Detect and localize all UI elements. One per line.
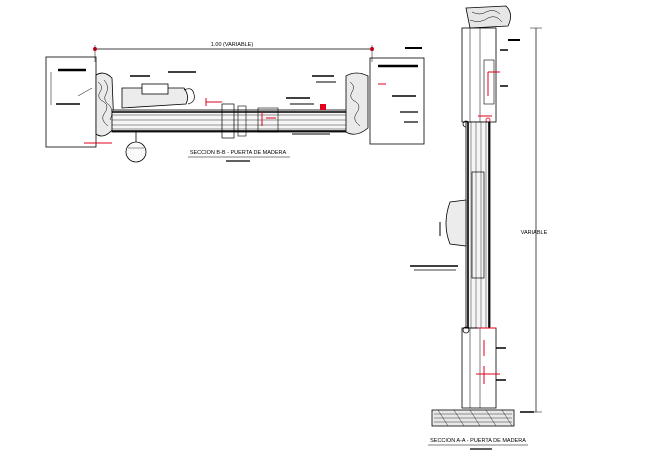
top-frame-detail (461, 27, 508, 128)
left-jamb (84, 72, 115, 144)
door-knob (125, 132, 147, 163)
right-wall-block (369, 47, 425, 145)
floor-slab (431, 409, 534, 427)
door-leaf-vertical (465, 121, 491, 329)
right-jamb (286, 72, 386, 135)
horizontal-section (45, 45, 425, 163)
vertical-caption: SECCION A-A - PUERTA DE MADERA (428, 438, 528, 450)
header-lintel (465, 5, 520, 41)
vertical-caption-text: SECCION A-A - PUERTA DE MADERA (430, 438, 526, 444)
horizontal-caption: SECCION B-B - PUERTA DE MADERA (188, 150, 290, 162)
overall-dimension-line (93, 45, 374, 62)
vertical-dimension-label: VARIABLE (521, 230, 548, 236)
left-wall-block (45, 56, 97, 148)
bottom-frame-detail (461, 326, 506, 409)
vertical-section (410, 5, 542, 427)
door-leaf (111, 103, 355, 139)
red-detail-marks (205, 98, 276, 126)
horizontal-caption-text: SECCION B-B - PUERTA DE MADERA (190, 150, 287, 156)
vertical-dimension-line (530, 27, 542, 413)
lock-side (410, 199, 467, 271)
lock-box (121, 71, 222, 109)
horizontal-dimension-label: 1.00 (VARIABLE) (211, 42, 254, 48)
